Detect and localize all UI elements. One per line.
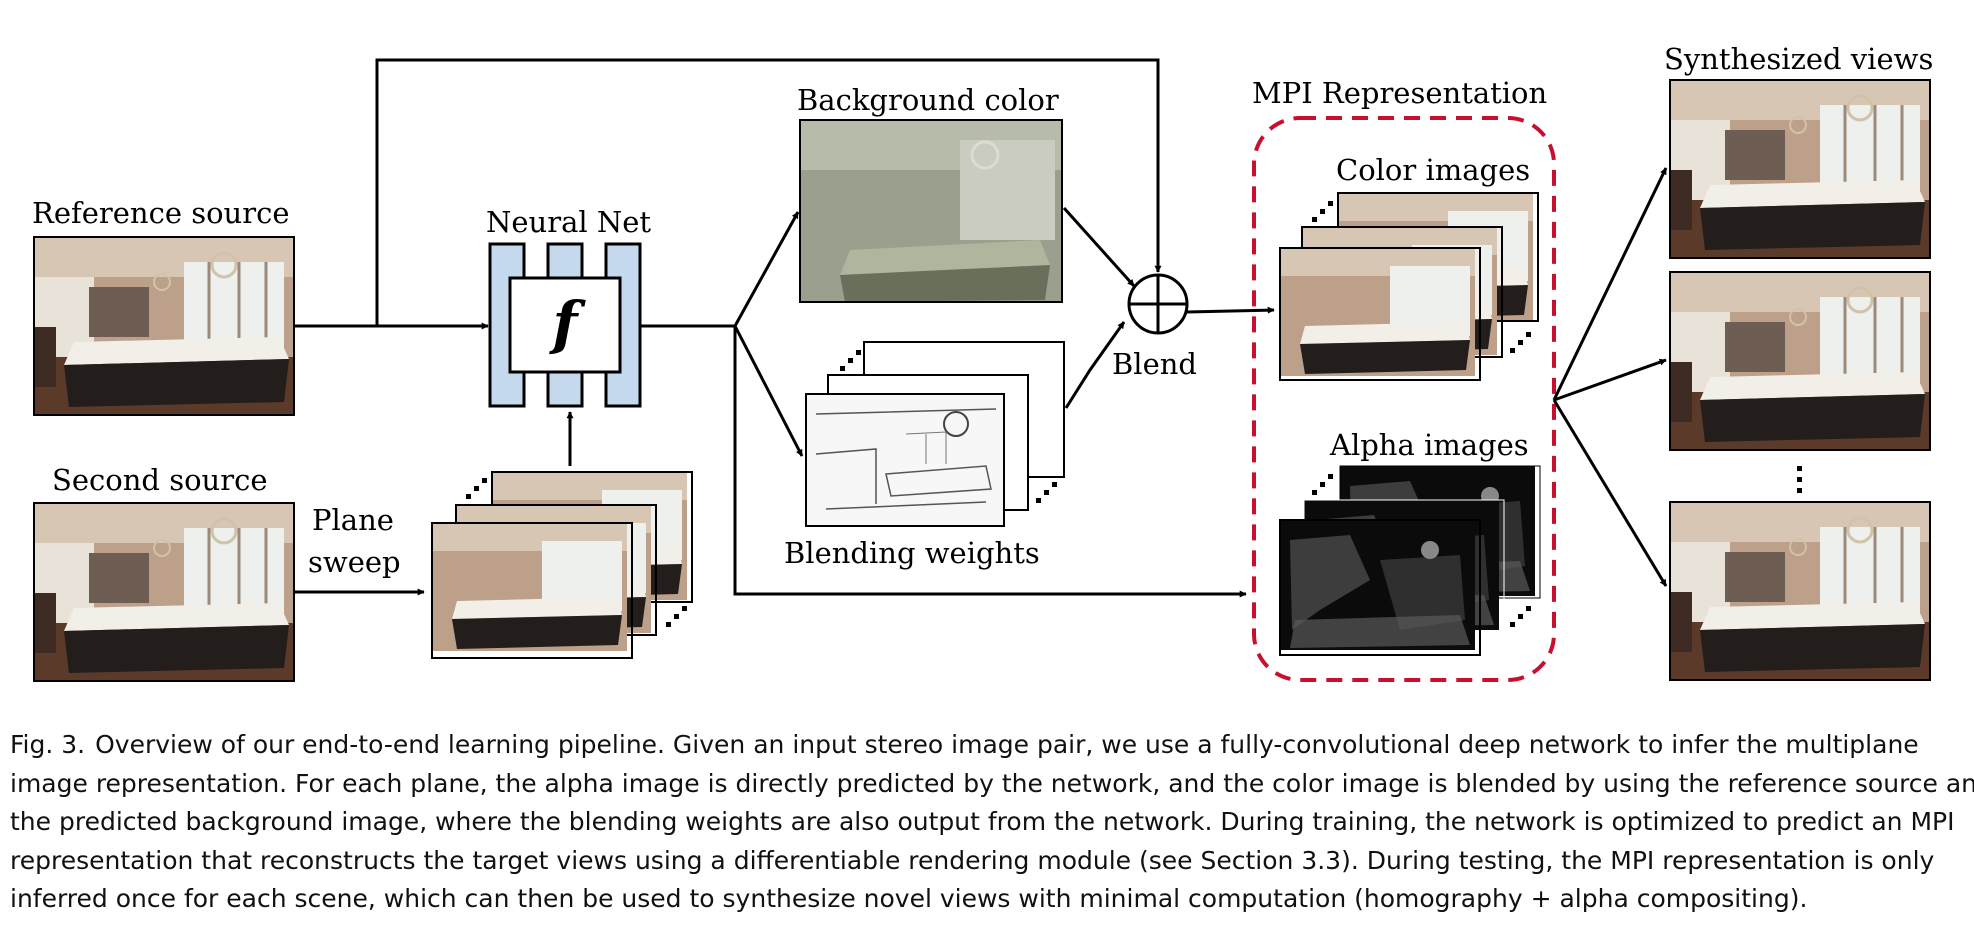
mpi-dashed-box [1252, 116, 1556, 682]
vertical-ellipsis-icon [1797, 466, 1802, 493]
caption-line-2: image representation. For each plane, th… [10, 768, 1974, 798]
alpha-images-stack [1279, 465, 1541, 656]
reference-source-image [32, 235, 296, 417]
color-images-stack [1279, 192, 1539, 381]
reference-source-label: Reference source [32, 196, 290, 230]
stack-dots-icon [1312, 201, 1531, 353]
plane-sweep-volume [431, 471, 693, 659]
blending-weights-stack [805, 341, 1065, 527]
neural-net-block: f [488, 242, 642, 408]
second-source-image [32, 501, 296, 683]
synthesized-view-1 [1668, 78, 1932, 260]
connector-arrows [294, 58, 1668, 598]
second-source-label: Second source [52, 463, 267, 497]
neural-net-label: Neural Net [486, 205, 651, 239]
blend-operator-icon [1127, 273, 1189, 335]
synthesized-view-2 [1668, 270, 1932, 452]
stack-dots-icon [466, 478, 687, 627]
stack-dots-icon [840, 350, 1057, 503]
plane-sweep-label-line2: sweep [308, 545, 401, 579]
color-images-label: Color images [1336, 153, 1530, 187]
caption-line-4: representation that reconstructs the tar… [10, 845, 1935, 875]
blending-weights-label: Blending weights [784, 536, 1040, 570]
synthesized-view-3 [1668, 500, 1932, 682]
figure-caption: Fig. 3. Overview of our end-to-end learni… [10, 726, 1974, 919]
synthesized-views-label: Synthesized views [1664, 42, 1933, 76]
mpi-representation-label: MPI Representation [1252, 76, 1547, 110]
caption-line-1: Fig. 3. Overview of our end-to-end learni… [10, 726, 1968, 765]
caption-line-5: inferred once for each scene, which can … [10, 884, 1808, 913]
background-color-image [799, 119, 1063, 303]
caption-line-3: the predicted background image, where th… [10, 807, 1955, 836]
figure-number: Fig. 3. [10, 730, 86, 759]
caption-text: Overview of our end-to-end learning pipe… [95, 730, 1919, 759]
background-color-label: Background color [797, 83, 1059, 117]
stack-dots-icon [1312, 474, 1531, 627]
plane-sweep-label-line1: Plane [312, 503, 394, 537]
alpha-images-label: Alpha images [1329, 428, 1529, 462]
pipeline-diagram: Reference source Second source Plane swe… [32, 42, 1933, 683]
blend-label: Blend [1112, 347, 1197, 381]
